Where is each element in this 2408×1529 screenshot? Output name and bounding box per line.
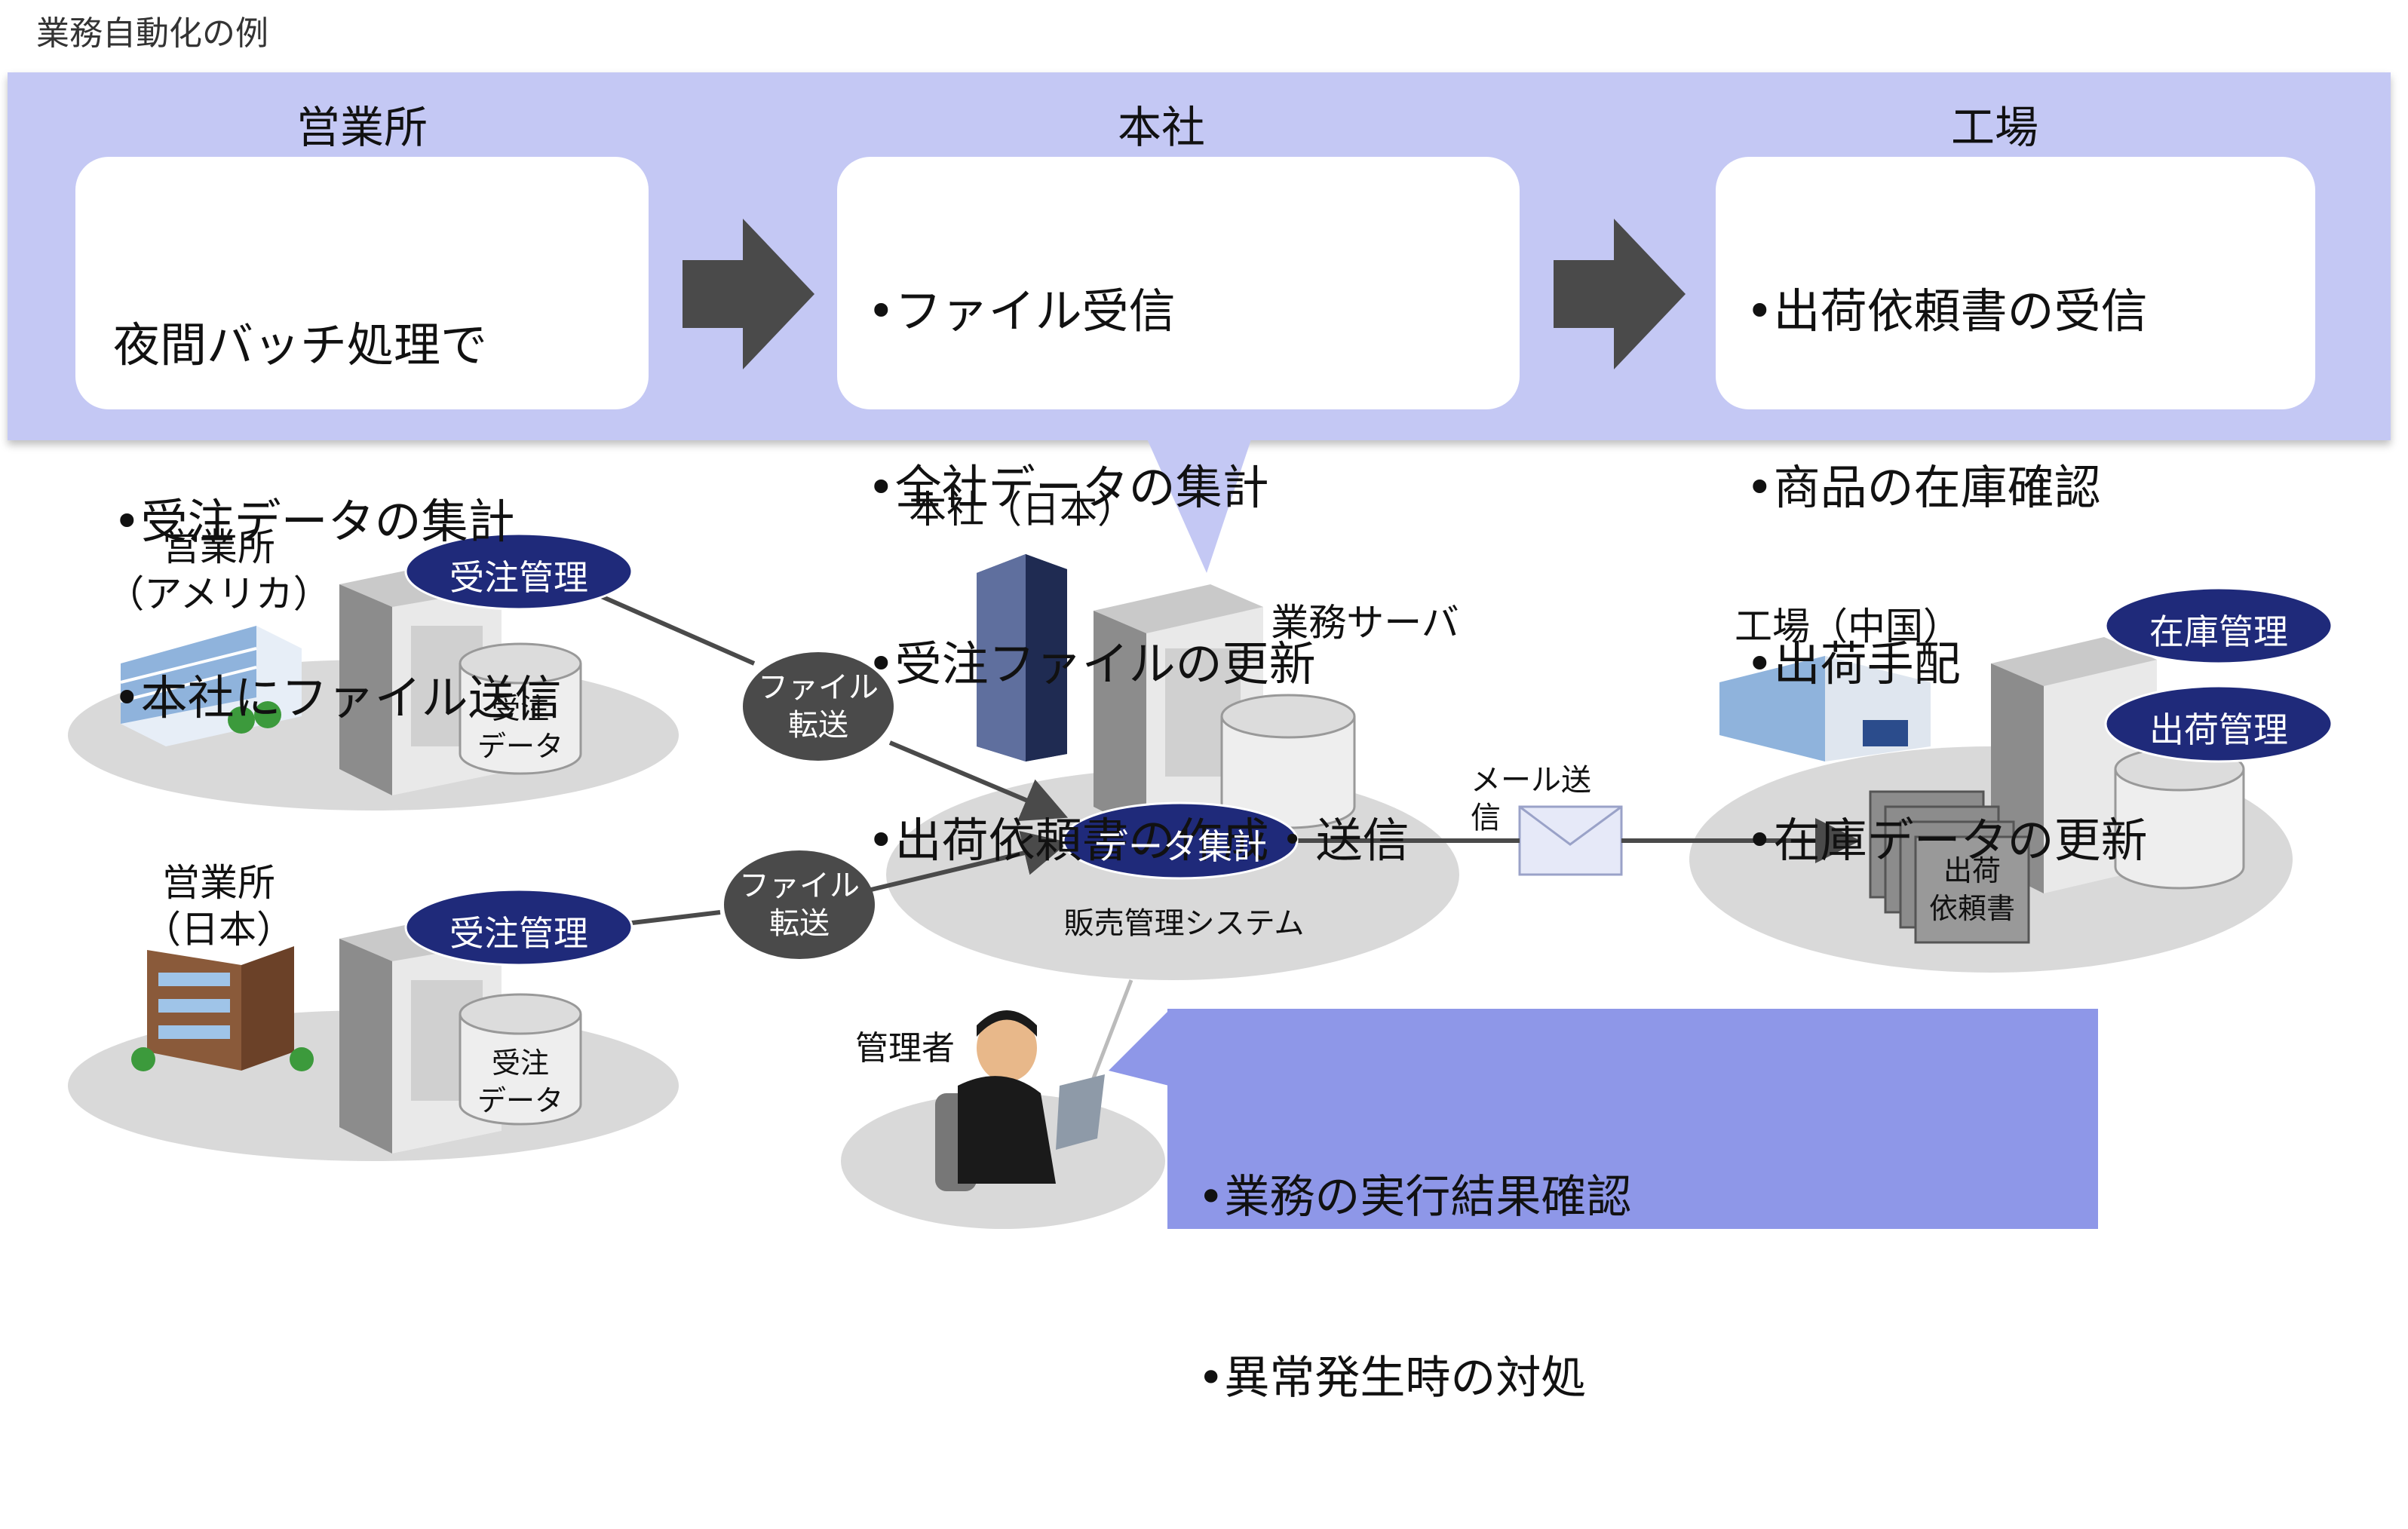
card-factory-line: •出荷手配 (1746, 636, 1961, 691)
factory-building-icon (1719, 656, 1931, 761)
sales-us-order-mgmt: 受注管理 (449, 557, 588, 598)
sales-us-db-label: 受注 データ (477, 692, 563, 763)
hq-db-icon (1220, 694, 1356, 829)
admin-box-pointer (1109, 1010, 1169, 1086)
hq-data-aggregation: データ集計 (1094, 826, 1267, 867)
sales-jp-label: 営業所 （日本） (143, 861, 294, 951)
card-sales: 夜間バッチ処理で •受注データの集計 •本社にファイル送信 (75, 157, 649, 725)
factory-label: 工場（中国） (1735, 605, 1961, 648)
sales-jp-db-icon (459, 993, 582, 1126)
office-building-us-icon (120, 626, 302, 746)
card-hq: •ファイル受信 •全社データの集計 •受注ファイルの更新 •出荷依頼書の作成・送… (837, 157, 1520, 868)
card-hq-line: •出荷依頼書の作成・送信 (867, 813, 1410, 868)
card-sales-line: 夜間バッチ処理で (113, 317, 488, 372)
file-transfer-2-label: ファイル 転送 (739, 869, 860, 941)
connector-hq-to-admin (1091, 979, 1133, 1079)
hq-tower-icon (977, 554, 1067, 761)
hq-label: 本社（日本） (909, 488, 1135, 532)
file-transfer-1-label: ファイル 転送 (758, 670, 879, 743)
sales-jp-db-label: 受注 データ (477, 1046, 563, 1117)
card-factory-line: •出荷依頼書の受信 (1746, 283, 2148, 339)
admin-person-icon (935, 1010, 1105, 1191)
banner-pointer (1146, 437, 1252, 573)
shipping-docs-icon (1869, 790, 2030, 944)
connector-us-to-transfer (598, 593, 756, 666)
card-factory-line: •商品の在庫確認 (1746, 460, 2101, 515)
admin-tasks-box: •業務の実行結果確認 •異常発生時の対処 (1167, 1009, 2098, 1405)
sales-us-label: 営業所 （アメリカ） (106, 525, 331, 616)
col-heading-factory: 工場 (1950, 102, 2038, 153)
card-sales-line: •本社にファイル送信 (113, 670, 562, 725)
card-factory: •出荷依頼書の受信 •商品の在庫確認 •出荷手配 •在庫データの更新 (1716, 157, 2315, 868)
connector-jp-to-transfer (625, 910, 721, 926)
col-heading-hq: 本社 (1117, 102, 1205, 153)
mail-label: メール送 信 (1471, 763, 1591, 835)
office-building-jp-icon (131, 946, 314, 1071)
admin-task-line: •異常発生時の対処 (1198, 1352, 1587, 1405)
file-transfer-2 (724, 850, 875, 959)
card-hq-line: •全社データの集計 (867, 460, 1269, 515)
card-hq-line: •ファイル受信 (867, 283, 1176, 339)
flow-arrow-2 (1554, 219, 1686, 369)
hq-system-label: 販売管理システム (1063, 906, 1305, 941)
file-transfer-1 (743, 652, 894, 761)
arrow-transfer-jp-to-hq (870, 831, 1069, 892)
diagram-canvas (68, 219, 2333, 1229)
col-heading-sales: 営業所 (296, 102, 428, 153)
factory-shipping-mgmt: 出荷管理 (2149, 709, 2288, 750)
card-factory-line: •在庫データの更新 (1746, 813, 2148, 868)
admin-task-line: •業務の実行結果確認 (1198, 1171, 1632, 1224)
flow-arrow-1 (683, 219, 814, 369)
arrow-transfer-us-to-hq (888, 740, 1069, 821)
sales-us-db-icon (459, 642, 582, 775)
hq-server-label: 業務サーバ (1271, 601, 1459, 645)
card-hq-line: •受注ファイルの更新 (867, 636, 1316, 691)
admin-label: 管理者 (855, 1029, 955, 1068)
card-sales-line: •受注データの集計 (113, 494, 515, 549)
factory-doc-label: 出荷 依頼書 (1928, 854, 2015, 925)
sales-jp-order-mgmt: 受注管理 (449, 913, 588, 954)
factory-inventory-mgmt: 在庫管理 (2149, 611, 2288, 652)
page-title: 業務自動化の例 (36, 14, 268, 53)
